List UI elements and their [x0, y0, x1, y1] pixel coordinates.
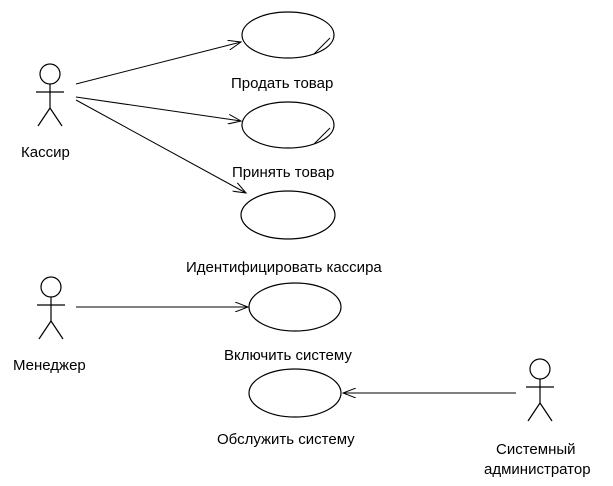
actor-sysadmin-label-line2: администратор: [484, 461, 591, 478]
association-cashier-sell: [75, 42, 241, 85]
use-case-turn-on-label: Включить систему: [224, 347, 352, 364]
use-case-sell-label: Продать товар: [231, 75, 333, 92]
actor-cashier: [36, 63, 64, 127]
use-case-sell-mark: [313, 37, 331, 55]
association-cashier-accept: [75, 96, 241, 121]
actor-sysadmin: [526, 358, 554, 422]
use-case-sell-ellipse: [241, 11, 335, 59]
use-case-turn-on-ellipse: [248, 282, 342, 332]
actor-manager-label: Менеджер: [13, 357, 86, 374]
actor-sysadmin-label-line1: Системный: [496, 441, 576, 458]
use-case-service-label: Обслужить систему: [217, 431, 355, 448]
use-case-identify-ellipse: [240, 190, 336, 240]
actor-manager: [37, 276, 65, 340]
use-case-accept-mark: [313, 127, 331, 145]
use-case-identify-label: Идентифицировать кассира: [186, 259, 382, 276]
association-cashier-identify: [75, 99, 246, 193]
use-case-service-ellipse: [248, 368, 342, 418]
use-case-accept-label: Принять товар: [232, 164, 334, 181]
actor-cashier-label: Кассир: [21, 144, 70, 161]
use-case-accept-ellipse: [241, 101, 335, 149]
